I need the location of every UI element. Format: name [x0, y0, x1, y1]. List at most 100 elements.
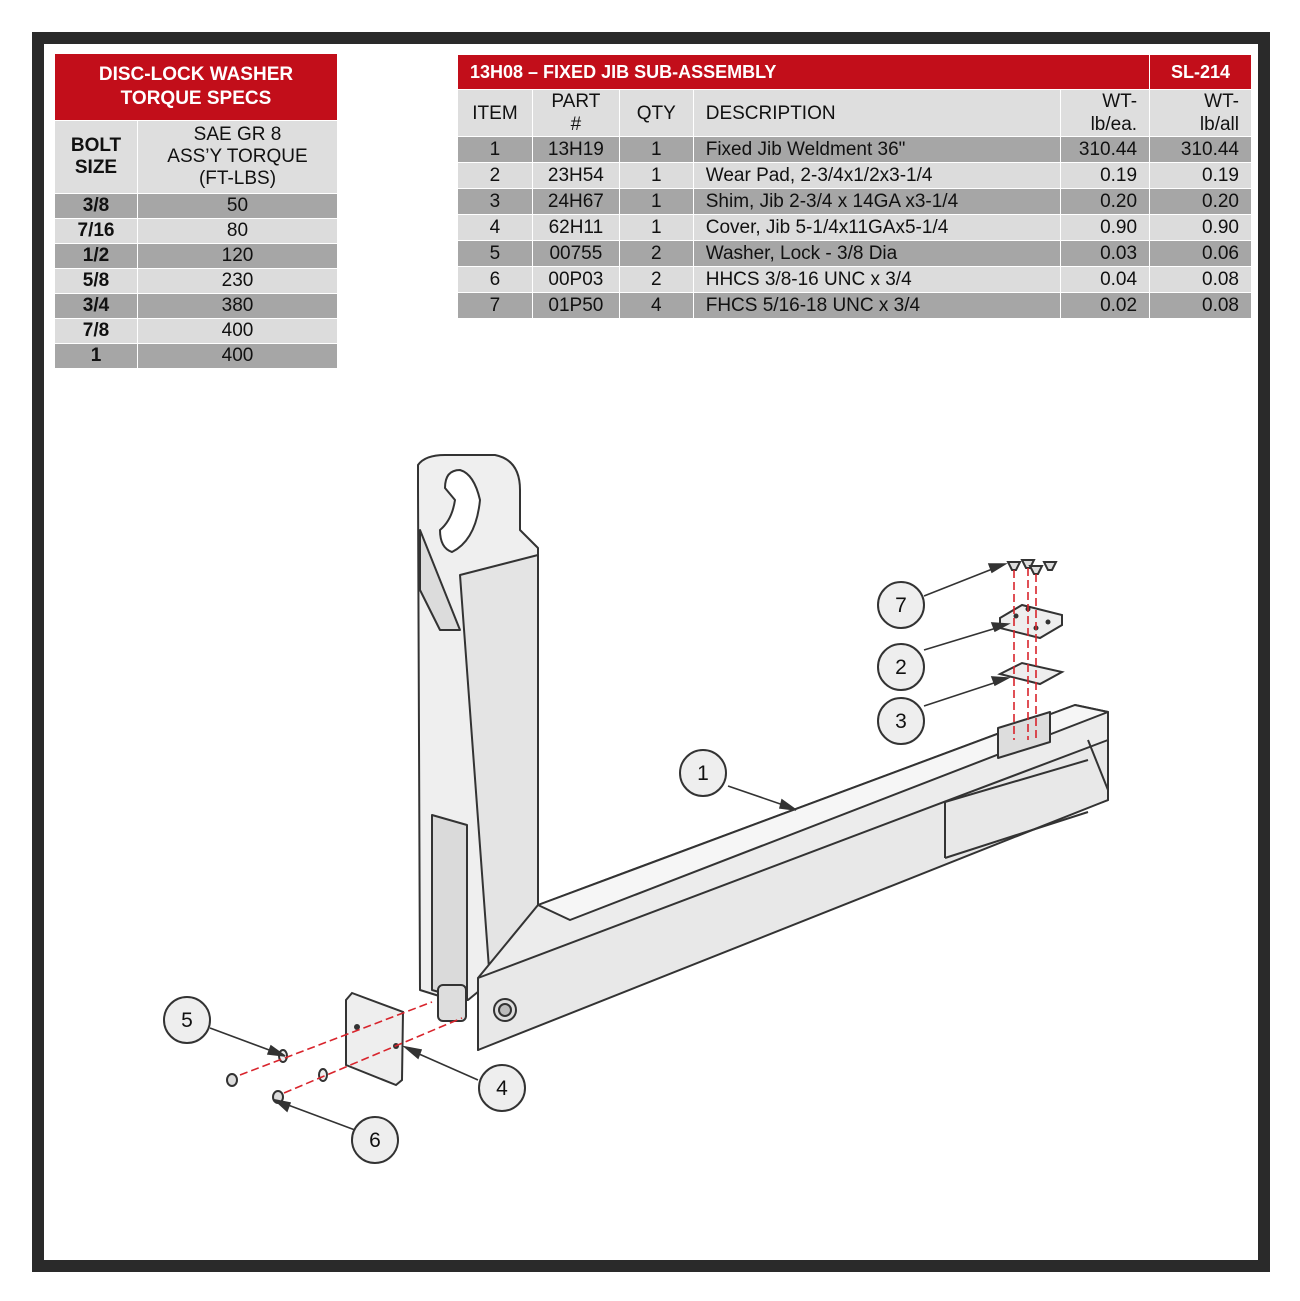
torque-title-line2: TORQUE SPECS — [120, 88, 272, 109]
balloon-4: 4 — [478, 1064, 526, 1112]
parts-cell-wt-all: 0.06 — [1149, 240, 1252, 267]
torque-header-line1: SAE GR 8 — [193, 124, 282, 145]
part-number-header: PART# — [531, 89, 620, 137]
item-header: ITEM — [457, 89, 533, 137]
arm-end-notch — [1087, 739, 1109, 791]
wt-each-line2: lb/ea. — [1090, 114, 1138, 135]
balloon-6: 6 — [351, 1116, 399, 1164]
arm-pad-recess — [997, 711, 1051, 759]
balloon-circle — [877, 697, 925, 745]
weight-all-header: WT-lb/all — [1149, 89, 1252, 137]
balloon-label: 3 — [895, 710, 907, 733]
parts-cell-part: 13H19 — [531, 136, 620, 163]
balloon-circle — [877, 643, 925, 691]
bolt-size-header-line2: SIZE — [74, 157, 118, 178]
parts-cell-description: Cover, Jib 5-1/4x11GAx5-1/4 — [692, 214, 1062, 241]
parts-cell-item: 5 — [457, 240, 533, 267]
leader-lines — [209, 563, 1011, 1131]
parts-list-table: 13H08 – FIXED JIB SUB-ASSEMBLY SL-214 IT… — [456, 54, 1252, 319]
torque-table-title: DISC-LOCK WASHER TORQUE SPECS — [54, 53, 338, 121]
sheet-number: SL-214 — [1149, 54, 1252, 90]
balloon-7: 7 — [877, 581, 925, 629]
bolt-size-cell: 3/4 — [54, 293, 138, 319]
arm-pin-hole — [498, 1003, 512, 1017]
parts-cell-part: 23H54 — [531, 162, 620, 189]
part-header-line1: PART — [551, 91, 601, 112]
parts-table-title-row: 13H08 – FIXED JIB SUB-ASSEMBLY SL-214 — [456, 54, 1252, 90]
bolt-size-cell: 5/8 — [54, 268, 138, 294]
hex-bolts — [226, 1073, 284, 1104]
parts-cell-item: 2 — [457, 162, 533, 189]
parts-cell-qty: 1 — [618, 214, 694, 241]
balloon-circle — [679, 749, 727, 797]
bolt-size-cell: 3/8 — [54, 193, 138, 219]
page-frame: DISC-LOCK WASHER TORQUE SPECS BOLT SIZE … — [32, 32, 1270, 1272]
arm-slot-lines — [944, 759, 1089, 859]
parts-cell-part: 24H67 — [531, 188, 620, 215]
parts-cell-wt-all: 0.08 — [1149, 292, 1252, 319]
parts-cell-item: 3 — [457, 188, 533, 215]
shim-plate — [997, 661, 1065, 686]
torque-header-line3: (FT-LBS) — [198, 168, 277, 189]
balloon-label: 6 — [369, 1129, 381, 1152]
parts-cell-part: 01P50 — [531, 292, 620, 319]
parts-cell-qty: 1 — [618, 188, 694, 215]
parts-cell-wt-all: 0.90 — [1149, 214, 1252, 241]
upright-gusset — [419, 529, 461, 631]
fixed-jib-weldment — [417, 454, 1109, 1051]
torque-cell: 400 — [137, 343, 338, 369]
drawing-sheet: DISC-LOCK WASHER TORQUE SPECS BOLT SIZE … — [44, 44, 1258, 1260]
jib-arm-side — [477, 739, 1109, 1051]
parts-cell-item: 4 — [457, 214, 533, 241]
bolt-size-header-line1: BOLT — [70, 135, 122, 156]
parts-cell-item: 1 — [457, 136, 533, 163]
cover-hole — [354, 1024, 360, 1030]
balloon-label: 7 — [895, 594, 907, 617]
lock-washers — [278, 1049, 328, 1082]
parts-cell-wt-each: 310.44 — [1060, 136, 1151, 163]
balloon-2: 2 — [877, 643, 925, 691]
balloon-3: 3 — [877, 697, 925, 745]
wt-all-line1: WT- — [1204, 91, 1239, 112]
pad-centerlines — [1013, 568, 1037, 740]
torque-title-line1: DISC-LOCK WASHER — [98, 64, 294, 85]
parts-table-title: 13H08 – FIXED JIB SUB-ASSEMBLY — [456, 54, 1151, 90]
balloon-1: 1 — [679, 749, 727, 797]
parts-cell-description: FHCS 5/16-18 UNC x 3/4 — [692, 292, 1062, 319]
bolt-holes — [1013, 606, 1051, 631]
parts-cell-qty: 2 — [618, 266, 694, 293]
bolt-size-cell: 1 — [54, 343, 138, 369]
bolt-size-cell: 7/8 — [54, 318, 138, 344]
balloon-label: 2 — [895, 656, 907, 679]
bolt-size-cell: 1/2 — [54, 243, 138, 269]
torque-header: SAE GR 8 ASS’Y TORQUE (FT-LBS) — [137, 120, 338, 194]
jib-arm-top — [537, 704, 1109, 921]
upright-slot — [437, 984, 467, 1022]
torque-cell: 120 — [137, 243, 338, 269]
part-header-line2: # — [570, 114, 582, 135]
parts-cell-wt-each: 0.19 — [1060, 162, 1151, 189]
parts-cell-qty: 2 — [618, 240, 694, 267]
balloon-circle — [351, 1116, 399, 1164]
torque-table-header: BOLT SIZE SAE GR 8 ASS’Y TORQUE (FT-LBS) — [54, 120, 338, 194]
parts-cell-description: Wear Pad, 2-3/4x1/2x3-1/4 — [692, 162, 1062, 189]
parts-cell-qty: 1 — [618, 162, 694, 189]
parts-cell-wt-each: 0.02 — [1060, 292, 1151, 319]
wt-each-line1: WT- — [1102, 91, 1138, 112]
